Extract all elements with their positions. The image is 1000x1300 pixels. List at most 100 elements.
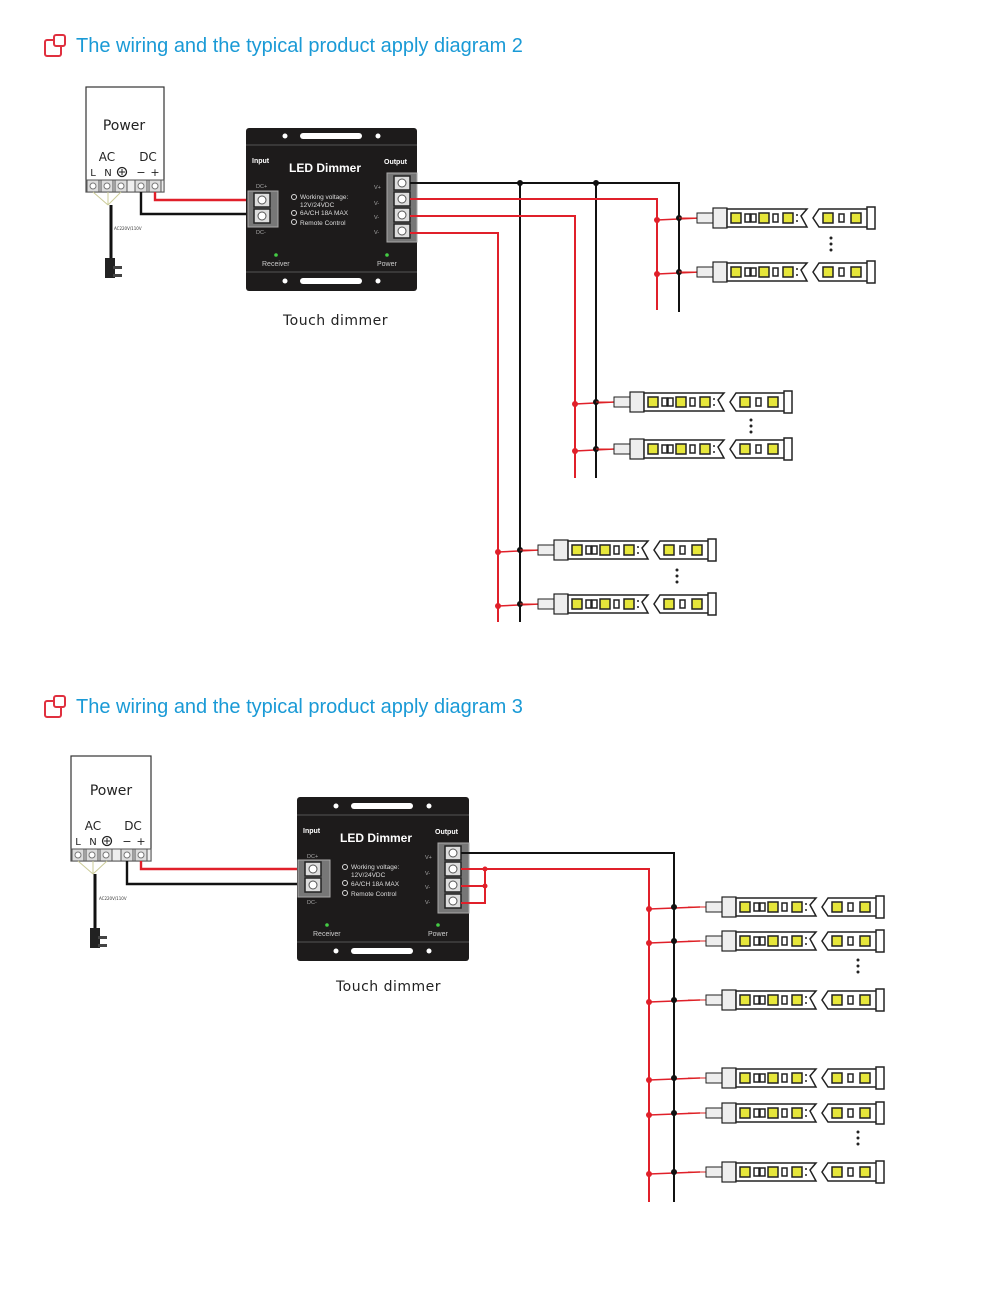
- spec-remote: Remote Control: [300, 220, 346, 227]
- cable-label: AC220V/110V: [114, 226, 142, 231]
- power-label: Power: [90, 783, 133, 799]
- l-label: L: [90, 168, 96, 179]
- led-strips: [519, 206, 876, 616]
- ellipsis-icon: [675, 568, 679, 584]
- plug-icon: [90, 928, 107, 948]
- minus-label: −: [122, 835, 131, 848]
- led-strip: [687, 895, 885, 919]
- power-supply: Power AC DC L N − + AC220V/110V: [85, 86, 165, 278]
- cable-label: AC220V/110V: [99, 896, 127, 901]
- junction-dot: [671, 938, 677, 944]
- n-label: N: [89, 837, 96, 848]
- junction-dot: [646, 906, 652, 912]
- vminus-label: V-: [425, 871, 430, 877]
- led-strip: [687, 1066, 885, 1090]
- led-strip: [595, 390, 793, 414]
- led-strip: [519, 538, 717, 562]
- ellipsis-icon: [749, 418, 753, 434]
- vminus-label: V-: [425, 885, 430, 891]
- output-wiring: [461, 852, 675, 1202]
- spec-working-voltage: Working voltage:: [300, 194, 348, 201]
- l-label: L: [75, 837, 81, 848]
- led-strip: [687, 1160, 885, 1184]
- title-squares-icon: [44, 34, 68, 58]
- section-title-text: The wiring and the typical product apply…: [76, 695, 523, 718]
- dc-plus-label: DC+: [307, 854, 318, 860]
- section-title-diagram-3: The wiring and the typical product apply…: [44, 695, 523, 719]
- junction-dot: [671, 904, 677, 910]
- spec-working-voltage: Working voltage:: [351, 864, 399, 871]
- dimmer-title: LED Dimmer: [340, 831, 412, 845]
- dc-minus-label: DC-: [256, 230, 266, 236]
- led-strip: [595, 437, 793, 461]
- dc-label: DC: [124, 819, 142, 833]
- power-label: Power: [103, 118, 146, 134]
- junction-dot: [671, 1110, 677, 1116]
- vminus-label: V-: [374, 215, 379, 221]
- spec-voltage-value: 12V/24VDC: [351, 872, 386, 879]
- junction-dot: [646, 1077, 652, 1083]
- led-strip: [678, 260, 876, 284]
- dc-negative-wire: [139, 192, 257, 216]
- dimmer-title: LED Dimmer: [289, 161, 361, 175]
- power-led: [436, 923, 440, 927]
- receiver-led: [274, 253, 278, 257]
- diagram-2: Power AC DC L N − + AC220V/110V: [85, 86, 876, 622]
- junction-dot: [646, 1112, 652, 1118]
- junction-dot: [671, 997, 677, 1003]
- led-dimmer: Input LED Dimmer Output DC+ DC- Working …: [246, 128, 418, 291]
- minus-label: −: [136, 166, 145, 179]
- junction-dot: [646, 999, 652, 1005]
- spec-voltage-value: 12V/24VDC: [300, 202, 335, 209]
- junction-dot: [646, 940, 652, 946]
- output-label: Output: [384, 159, 408, 166]
- diagram-3: Power AC DC L N − + AC220V/110V: [70, 755, 885, 1202]
- power-led: [385, 253, 389, 257]
- dc-negative-wire: [125, 861, 308, 886]
- dimmer-caption: Touch dimmer: [283, 313, 389, 329]
- dimmer-caption: Touch dimmer: [336, 979, 442, 995]
- plus-label: +: [150, 166, 159, 179]
- output-label: Output: [435, 829, 459, 836]
- receiver-led: [325, 923, 329, 927]
- dc-plus-label: DC+: [256, 184, 267, 190]
- plus-label: +: [136, 835, 145, 848]
- led-dimmer: Input LED Dimmer Output DC+ DC- Working …: [297, 797, 470, 961]
- junction-dot: [671, 1075, 677, 1081]
- led-strip: [519, 592, 717, 616]
- power-supply: Power AC DC L N − + AC220V/110V: [70, 755, 152, 948]
- led-strip: [687, 1101, 885, 1125]
- ac-label: AC: [85, 819, 101, 833]
- receiver-label: Receiver: [313, 931, 341, 938]
- vplus-label: V+: [374, 185, 381, 191]
- vplus-label: V+: [425, 855, 432, 861]
- receiver-label: Receiver: [262, 261, 290, 268]
- vminus-label: V-: [374, 201, 379, 207]
- spec-current: 6A/CH 18A MAX: [351, 881, 400, 888]
- plug-icon: [105, 258, 122, 278]
- title-squares-icon: [44, 695, 68, 719]
- section-title-diagram-2: The wiring and the typical product apply…: [44, 34, 523, 58]
- led-strip: [678, 206, 876, 230]
- ac-label: AC: [99, 150, 115, 164]
- output-wiring: [410, 180, 701, 622]
- power-label: Power: [428, 931, 449, 938]
- ellipsis-icon: [856, 1130, 860, 1146]
- junction-dot: [646, 1171, 652, 1177]
- dc-label: DC: [139, 150, 157, 164]
- input-label: Input: [303, 828, 321, 835]
- junction-dot: [671, 1169, 677, 1175]
- ellipsis-icon: [856, 958, 860, 974]
- dc-positive-wire: [153, 192, 257, 202]
- vminus-label: V-: [374, 230, 379, 236]
- led-strip: [687, 988, 885, 1012]
- input-label: Input: [252, 158, 270, 165]
- vminus-label: V-: [425, 900, 430, 906]
- spec-current: 6A/CH 18A MAX: [300, 210, 349, 217]
- power-label: Power: [377, 261, 398, 268]
- led-strip: [687, 929, 885, 953]
- dc-minus-label: DC-: [307, 900, 317, 906]
- dc-positive-wire: [139, 861, 308, 871]
- n-label: N: [104, 168, 111, 179]
